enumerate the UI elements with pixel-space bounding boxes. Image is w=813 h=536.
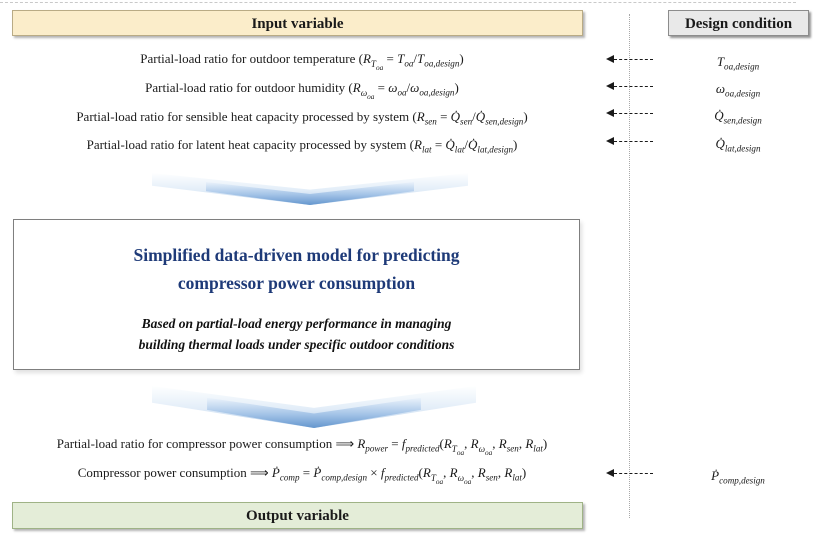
design-condition-connector-line: [629, 14, 630, 518]
arrow-left-dashed-power: [606, 469, 653, 478]
arrowhead-left-icon: [606, 55, 614, 63]
input-variable-header: Input variable: [12, 10, 583, 36]
chevron-down-arrow-bottom: [152, 386, 476, 428]
design-item-sensible: Q̇sen,design: [714, 108, 762, 126]
output-variable-header: Output variable: [12, 502, 583, 529]
arrow-left-dashed-latent: [606, 137, 653, 146]
output-row-power: Compressor power consumption ⟹ Ṗcomp = …: [77, 465, 527, 486]
arrowhead-left-icon: [606, 109, 614, 117]
design-item-temperature: Toa,design: [716, 54, 760, 72]
arrowhead-left-icon: [606, 469, 614, 477]
dashed-line: [614, 140, 653, 142]
model-box: Simplified data-driven model for predict…: [13, 219, 580, 370]
dashed-line: [614, 58, 653, 60]
chevron-down-arrow-top: [152, 173, 468, 205]
top-dashed-rule: [0, 2, 796, 3]
arrowhead-left-icon: [606, 137, 614, 145]
arrow-left-dashed-sensible: [606, 109, 653, 118]
model-subtitle: Based on partial-load energy performance…: [138, 316, 455, 352]
arrow-left-dashed-humidity: [606, 82, 653, 91]
dashed-line: [614, 112, 653, 114]
design-item-power: Ṗcomp,design: [711, 468, 765, 486]
dashed-line: [614, 85, 653, 87]
design-condition-header: Design condition: [668, 10, 809, 36]
design-item-humidity: ωoa,design: [715, 81, 761, 99]
input-row-humidity: Partial-load ratio for outdoor humidity …: [145, 80, 459, 101]
input-row-temperature: Partial-load ratio for outdoor temperatu…: [140, 51, 464, 72]
input-row-sensible: Partial-load ratio for sensible heat cap…: [76, 109, 528, 127]
design-item-latent: Q̇lat,design: [715, 136, 761, 154]
dashed-line: [614, 472, 653, 474]
input-row-latent: Partial-load ratio for latent heat capac…: [86, 137, 518, 155]
model-title: Simplified data-driven model for predict…: [133, 245, 460, 293]
output-row-power-ratio: Partial-load ratio for compressor power …: [56, 436, 548, 457]
arrowhead-left-icon: [606, 82, 614, 90]
arrow-left-dashed-temperature: [606, 55, 653, 64]
